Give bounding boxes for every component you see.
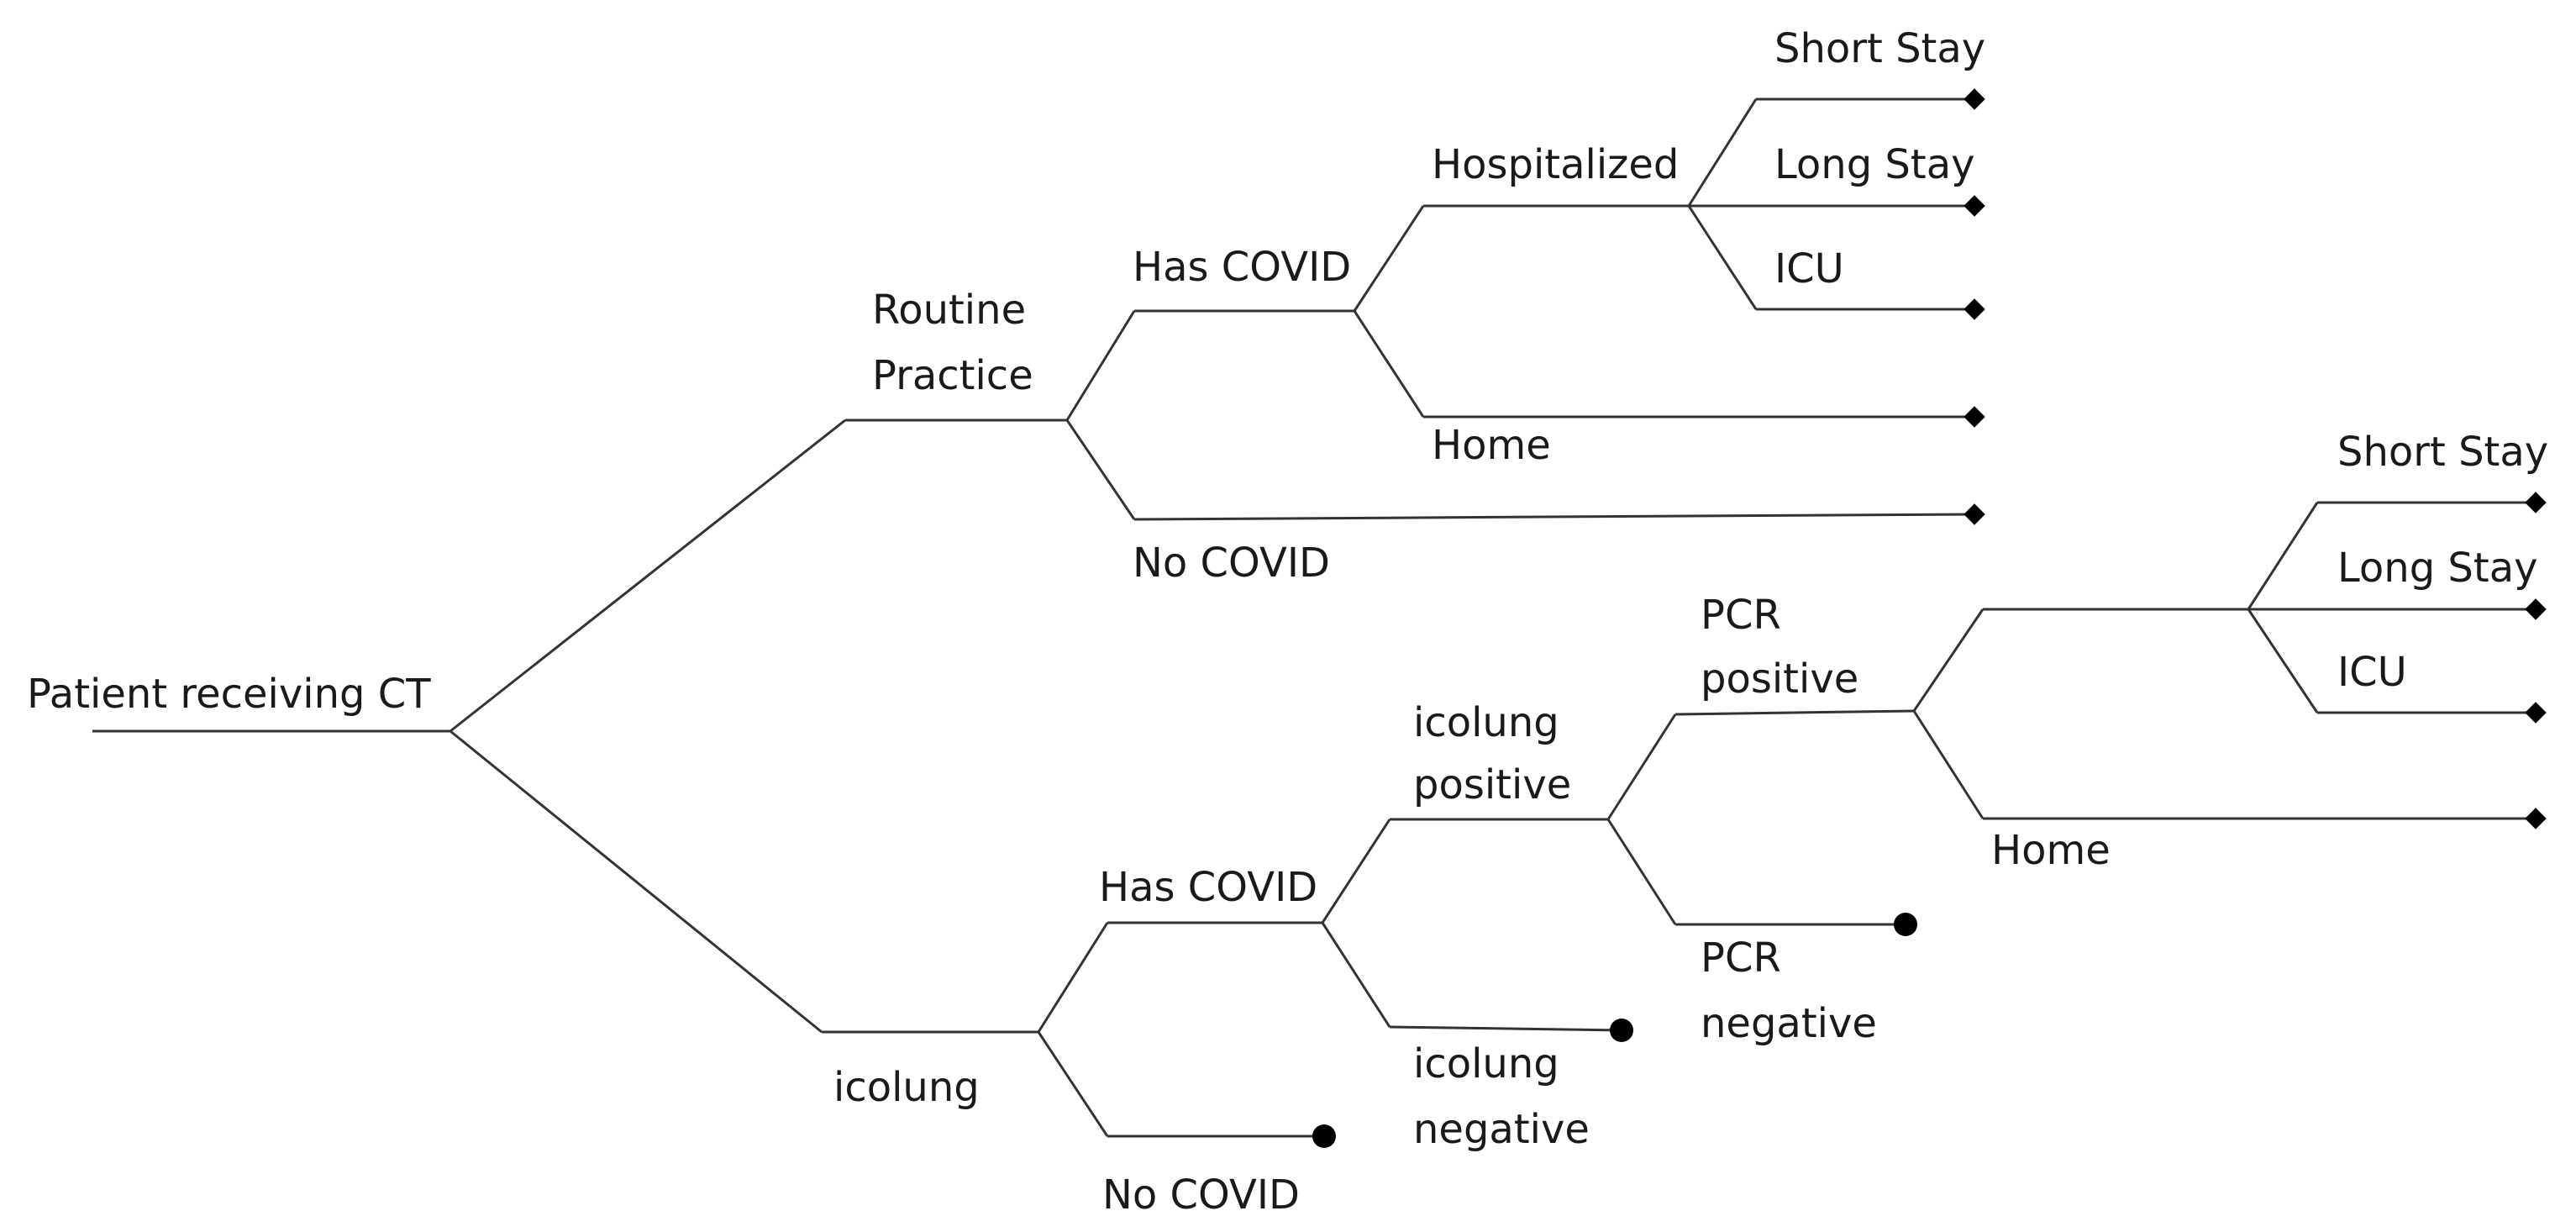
- edge-ic-hascovid: [1037, 922, 1109, 1033]
- terminal-diamond: [2525, 702, 2547, 724]
- label-rp-short-stay: Short Stay: [1774, 25, 1985, 72]
- edge-ic-icu: [2247, 608, 2319, 713]
- terminal-diamond: [2525, 492, 2547, 513]
- edge-ic-hosp: [1912, 608, 1985, 712]
- terminals: [1312, 88, 2547, 1148]
- label-ic-long-stay: Long Stay: [2337, 545, 2538, 592]
- terminal-diamond: [1964, 195, 1985, 217]
- edges: [92, 97, 2536, 1138]
- label-ic-home: Home: [1991, 827, 2111, 874]
- edge-ic-home: [1912, 710, 1985, 819]
- edge-ic-shortstay: [2247, 502, 2319, 610]
- terminal-diamond: [1964, 88, 1985, 110]
- label-ic-has-covid: Has COVID: [1099, 864, 1317, 911]
- terminal-diamond: [1964, 503, 1985, 525]
- label-ic-pcr-positive: PCR: [1701, 592, 1781, 639]
- edge-ic-icolungneg-horizontal: [1389, 1025, 1622, 1032]
- edge-ic-pcrneg: [1606, 819, 1677, 925]
- terminal-diamond: [1964, 298, 1985, 320]
- edge-rp-home: [1353, 310, 1425, 418]
- edge-ic-nocovid: [1037, 1031, 1109, 1137]
- edge-ic-pcrpos: [1606, 713, 1677, 820]
- edge-ic-icolungpos: [1321, 819, 1391, 924]
- edge-rp-icu: [1687, 205, 1758, 310]
- edge-ic-pcrpos-horizontal: [1674, 709, 1915, 716]
- label-ic-icolung-positive: positive: [1413, 761, 1571, 808]
- edge-root-icolung: [449, 729, 823, 1034]
- terminal-diamond: [2525, 598, 2547, 620]
- terminal-circle: [1312, 1124, 1336, 1148]
- edge-ic-icolungneg: [1321, 922, 1391, 1028]
- edge-root-routine: [449, 419, 846, 733]
- label-ic-icolung-negative: icolung: [1413, 1040, 1559, 1087]
- label-rp-hospitalized: Hospitalized: [1432, 141, 1679, 188]
- edge-rp-nocovid: [1065, 419, 1136, 520]
- label-rp-has-covid: Has COVID: [1133, 244, 1351, 291]
- label-ic-no-covid: No COVID: [1102, 1171, 1300, 1219]
- terminal-diamond: [1964, 406, 1985, 428]
- label-rp-no-covid: No COVID: [1133, 540, 1330, 587]
- label-ic-icolung-negative: negative: [1413, 1106, 1590, 1153]
- labels: Patient receiving CT Routine Practice Ha…: [27, 25, 2548, 1219]
- label-icolung: icolung: [833, 1064, 980, 1111]
- edge-rp-hospitalized: [1353, 205, 1425, 312]
- label-rp-long-stay: Long Stay: [1774, 141, 1975, 188]
- edge-rp-nocovid-horizontal: [1133, 513, 1975, 521]
- label-rp-icu: ICU: [1774, 245, 1844, 292]
- label-rp-home: Home: [1432, 422, 1551, 469]
- label-ic-short-stay: Short Stay: [2337, 429, 2548, 476]
- label-ic-icu: ICU: [2337, 649, 2407, 696]
- label-ic-pcr-negative: PCR: [1701, 935, 1781, 982]
- label-ic-pcr-negative: negative: [1701, 1000, 1877, 1047]
- label-root: Patient receiving CT: [27, 671, 431, 718]
- edge-rp-hascovid: [1065, 310, 1136, 421]
- edge-rp-shortstay: [1687, 98, 1758, 207]
- label-ic-pcr-positive: positive: [1701, 655, 1858, 703]
- label-routine-practice: Practice: [872, 352, 1033, 399]
- terminal-circle: [1894, 913, 1917, 936]
- label-routine-practice: Routine: [872, 287, 1026, 334]
- label-ic-icolung-positive: icolung: [1413, 699, 1559, 746]
- terminal-circle: [1610, 1019, 1633, 1042]
- terminal-diamond: [2525, 808, 2547, 829]
